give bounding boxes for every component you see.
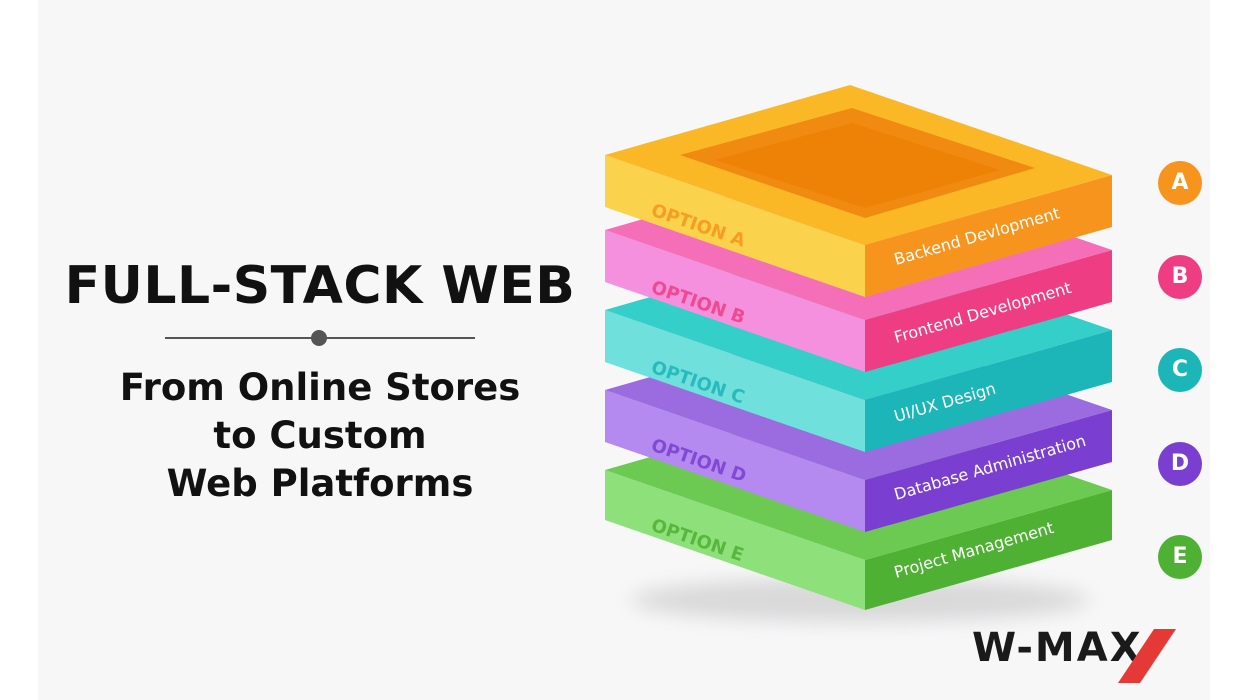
layer-a-top-opening-inner bbox=[715, 123, 1000, 208]
badge-a: A bbox=[1158, 161, 1202, 205]
layer-a: OPTION A Backend Devlopment bbox=[605, 85, 1112, 297]
layer-d-side bbox=[605, 390, 865, 532]
badge-d: D bbox=[1158, 442, 1202, 486]
badge-e: E bbox=[1158, 535, 1202, 579]
layer-e-side bbox=[605, 470, 865, 610]
layer-c-side bbox=[605, 310, 865, 452]
logo-x-slash bbox=[1118, 629, 1176, 683]
subtitle-line-2: to Custom bbox=[213, 414, 427, 457]
logo-text: W-MAX bbox=[972, 625, 1143, 671]
headline: FULL-STACK WEB bbox=[64, 256, 576, 316]
divider-dot bbox=[311, 330, 327, 346]
subtitle-line-1: From Online Stores bbox=[119, 366, 521, 409]
subtitle: From Online Stores to Custom Web Platfor… bbox=[40, 364, 600, 508]
layer-e-front bbox=[865, 490, 1112, 610]
layer-b-side bbox=[605, 230, 865, 372]
w-max-logo: W-MAX bbox=[972, 625, 1202, 685]
layer-d-front bbox=[865, 410, 1112, 532]
subtitle-line-3: Web Platforms bbox=[166, 462, 474, 505]
logo-x-mark bbox=[1118, 629, 1176, 683]
badge-b: B bbox=[1158, 255, 1202, 299]
divider bbox=[165, 328, 475, 348]
layer-a-side bbox=[605, 155, 865, 297]
layer-c-front bbox=[865, 330, 1112, 452]
title-block: FULL-STACK WEB From Online Stores to Cus… bbox=[40, 250, 600, 508]
layer-b-front bbox=[865, 250, 1112, 372]
badge-c: C bbox=[1158, 348, 1202, 392]
layer-a-front bbox=[865, 175, 1112, 297]
